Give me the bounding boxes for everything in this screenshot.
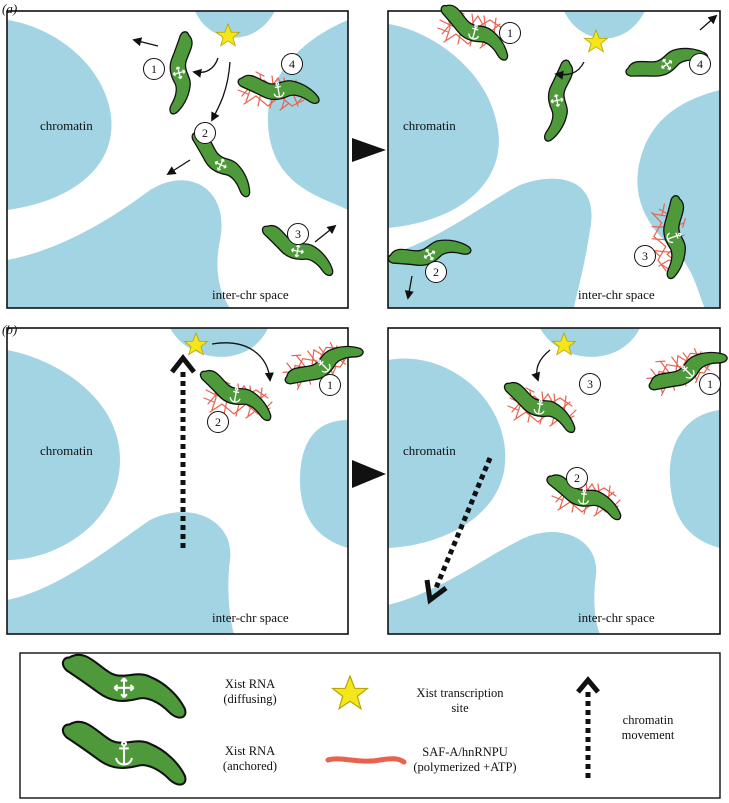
svg-text:Xist RNA: Xist RNA bbox=[225, 677, 275, 691]
panel-a-label: (a) bbox=[2, 1, 17, 16]
inter-chr-space-label: inter-chr space bbox=[578, 287, 655, 302]
svg-text:2: 2 bbox=[215, 415, 221, 429]
star-icon bbox=[332, 675, 368, 710]
svg-text:1: 1 bbox=[151, 62, 157, 76]
chromatin-regions bbox=[7, 11, 348, 308]
panel-a-left: 1 2 3 4 chromatin inter-chr space bbox=[6, 10, 349, 309]
number-markers: 1 2 3 4 bbox=[143, 53, 309, 245]
svg-text:(polymerized +ATP): (polymerized +ATP) bbox=[413, 760, 516, 774]
panel-b-left: 1 2 chromatin inter-chr space bbox=[6, 324, 364, 635]
legend-saf-a: SAF-A/hnRNPU (polymerized +ATP) bbox=[325, 745, 517, 774]
transition-arrow bbox=[352, 138, 386, 162]
svg-text:Xist transcription: Xist transcription bbox=[416, 686, 504, 700]
movement-arrows bbox=[132, 37, 337, 243]
number-markers: 1 2 bbox=[207, 374, 341, 433]
inter-chr-space-label: inter-chr space bbox=[212, 287, 289, 302]
chromatin-label: chromatin bbox=[40, 118, 93, 133]
movement-arrows bbox=[211, 342, 274, 382]
svg-text:chromatin: chromatin bbox=[623, 713, 674, 727]
svg-text:4: 4 bbox=[289, 57, 295, 71]
chromatin-label: chromatin bbox=[40, 443, 93, 458]
svg-text:movement: movement bbox=[622, 728, 675, 742]
number-markers: 1 2 3 4 bbox=[425, 22, 711, 283]
chromatin-label: chromatin bbox=[403, 118, 456, 133]
svg-text:Xist RNA: Xist RNA bbox=[225, 744, 275, 758]
movement-arrows bbox=[404, 14, 718, 300]
legend-chromatin-movement: chromatin movement bbox=[576, 676, 675, 778]
chromatin-label: chromatin bbox=[403, 443, 456, 458]
xist-rna-diffusing-icon bbox=[63, 655, 186, 718]
xist-rna-anchored-icon bbox=[63, 722, 186, 785]
svg-text:3: 3 bbox=[587, 377, 593, 391]
inter-chr-space-label: inter-chr space bbox=[212, 610, 289, 625]
saf-a-icon bbox=[325, 756, 407, 765]
svg-text:2: 2 bbox=[433, 265, 439, 279]
legend: Xist RNA (diffusing) Xist RNA (anchored)… bbox=[19, 652, 721, 799]
inter-chr-space-label: inter-chr space bbox=[578, 610, 655, 625]
chromatin-regions bbox=[388, 328, 720, 634]
number-markers: 1 2 3 bbox=[566, 373, 721, 489]
chromatin-movement-arrow bbox=[424, 457, 493, 605]
chromatin-movement-arrow bbox=[170, 353, 196, 548]
panel-b-label: (b) bbox=[2, 322, 17, 337]
legend-xist-diffusing: Xist RNA (diffusing) bbox=[63, 655, 277, 718]
svg-text:2: 2 bbox=[574, 471, 580, 485]
chromatin-regions bbox=[7, 328, 348, 634]
svg-text:site: site bbox=[451, 701, 469, 715]
legend-xist-anchored: Xist RNA (anchored) bbox=[63, 722, 277, 785]
movement-arrows bbox=[531, 349, 551, 382]
svg-text:4: 4 bbox=[697, 57, 703, 71]
svg-text:SAF-A/hnRNPU: SAF-A/hnRNPU bbox=[422, 745, 507, 759]
svg-text:1: 1 bbox=[327, 378, 333, 392]
transition-arrow bbox=[352, 460, 386, 488]
svg-text:3: 3 bbox=[642, 249, 648, 263]
svg-text:3: 3 bbox=[295, 227, 301, 241]
svg-text:1: 1 bbox=[707, 377, 713, 391]
panel-b-right: 1 2 3 chromatin inter-chr space bbox=[387, 327, 728, 635]
legend-transcription-site: Xist transcription site bbox=[332, 675, 504, 715]
svg-text:2: 2 bbox=[202, 126, 208, 140]
svg-text:(diffusing): (diffusing) bbox=[223, 692, 276, 706]
svg-text:(anchored): (anchored) bbox=[223, 759, 277, 773]
svg-text:1: 1 bbox=[507, 26, 513, 40]
panel-a-right: 1 2 3 4 chromatin inter-chr space bbox=[386, 3, 721, 309]
